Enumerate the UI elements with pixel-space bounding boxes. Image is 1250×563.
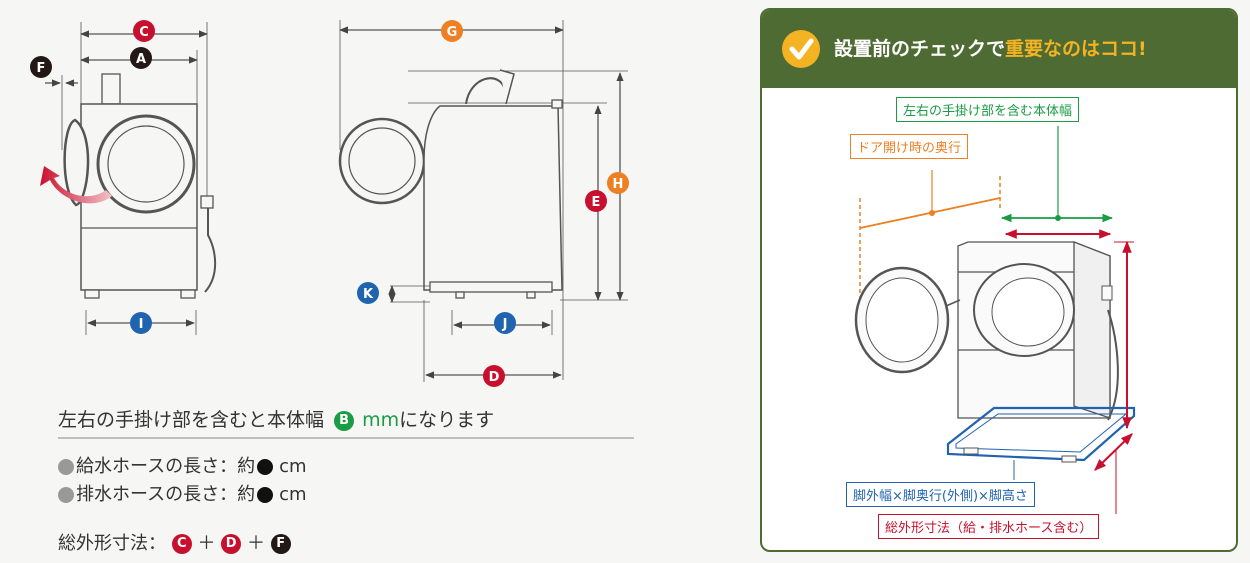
svg-text:J: J: [502, 317, 508, 332]
dimension-drawings: C A F I G H E K J D: [30, 20, 634, 439]
badge-j: J: [494, 312, 516, 334]
total-dims-label: 総外形寸法：: [58, 533, 166, 554]
badge-d: D: [483, 365, 505, 387]
caption-width-prefix: 左右の手掛け部を含むと本体幅: [58, 409, 325, 431]
caption-width-suffix: になります: [399, 409, 495, 431]
bullet-dot: [58, 487, 74, 503]
svg-text:F: F: [37, 61, 46, 76]
svg-text:C: C: [139, 25, 149, 40]
badge-i: I: [130, 312, 152, 334]
svg-text:K: K: [363, 287, 374, 302]
drain-hose-label: 排水ホースの長さ：約: [76, 484, 256, 505]
label-leg-dimensions: 脚外幅×脚奥行(外側)×脚高さ: [846, 482, 1035, 507]
supply-hose-label: 給水ホースの長さ：約: [76, 456, 256, 477]
panel-title: 設置前のチェックで重要なのはココ!: [834, 34, 1147, 61]
badge-f-total: F: [270, 534, 291, 554]
caption-total-dims: 総外形寸法： C ＋ D ＋ F: [58, 529, 291, 555]
plus-sign: ＋: [246, 533, 265, 554]
badge-f: F: [30, 56, 52, 78]
badge-g: G: [441, 20, 463, 42]
svg-text:H: H: [613, 177, 624, 192]
label-body-width: 左右の手掛け部を含む本体幅: [896, 97, 1080, 122]
plus-sign: ＋: [197, 533, 216, 554]
svg-text:A: A: [136, 52, 146, 67]
washer-3d-illustration: [854, 126, 1136, 514]
panel-header: [762, 10, 1236, 88]
panel-title-highlight: 重要なのはココ!: [1005, 38, 1147, 60]
front-view: [45, 22, 217, 335]
badge-d-total: D: [221, 534, 242, 554]
svg-text:E: E: [592, 195, 601, 210]
badge-c-total: C: [171, 534, 192, 554]
panel-title-prefix: 設置前のチェックで: [834, 38, 1006, 60]
badge-e: E: [585, 190, 607, 212]
label-door-open-depth: ドア開け時の奥行: [850, 134, 969, 159]
badge-c: C: [133, 20, 155, 42]
check-icon: [782, 30, 820, 68]
installation-check-panel: 設置前のチェックで重要なのはココ!: [760, 8, 1238, 552]
value-placeholder-dot: [257, 487, 274, 503]
svg-text:G: G: [447, 25, 458, 40]
badge-a: A: [130, 47, 152, 69]
caption-width-line: 左右の手掛け部を含むと本体幅 B mmになります: [58, 405, 494, 432]
svg-text:I: I: [139, 317, 144, 332]
badge-b: B: [334, 410, 355, 431]
side-view: [338, 20, 628, 382]
badge-h: H: [607, 172, 629, 194]
label-total-outer-dims: 総外形寸法（給・排水ホース含む）: [878, 514, 1100, 539]
drain-hose-unit: cm: [279, 484, 307, 505]
door-swing-arrow: [40, 166, 112, 204]
caption-width-unit: mm: [362, 409, 400, 431]
caption-drain-hose: 排水ホースの長さ：約 cm: [58, 480, 307, 506]
svg-text:D: D: [489, 370, 500, 385]
badge-k: K: [357, 282, 379, 304]
bullet-dot: [58, 459, 74, 475]
supply-hose-unit: cm: [279, 456, 307, 477]
value-placeholder-dot: [257, 459, 274, 475]
caption-supply-hose: 給水ホースの長さ：約 cm: [58, 452, 307, 478]
